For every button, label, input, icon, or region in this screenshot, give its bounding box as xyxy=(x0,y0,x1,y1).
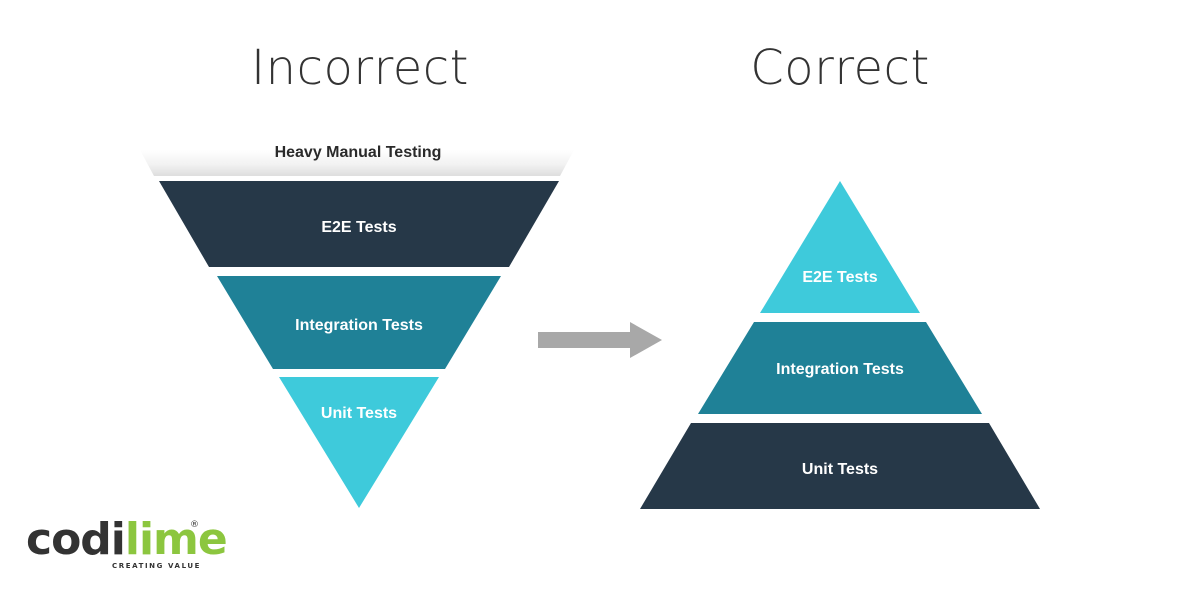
logo-tagline: CREATING VALUE xyxy=(112,562,202,570)
correct-e2e-label: E2E Tests xyxy=(802,269,877,286)
incorrect-unit-label: Unit Tests xyxy=(321,405,397,422)
incorrect-title: Incorrect xyxy=(251,40,469,96)
correct-integration-segment xyxy=(698,322,982,414)
codilime-logo: codilime ® CREATING VALUE xyxy=(26,518,228,578)
inverted-pyramid: Heavy Manual Testing E2E Tests Integrati… xyxy=(140,144,574,508)
correct-e2e-segment xyxy=(760,181,920,313)
registered-mark: ® xyxy=(190,520,199,530)
logo-part-lime: lime xyxy=(124,514,228,565)
incorrect-e2e-segment xyxy=(159,181,559,267)
correct-title: Correct xyxy=(750,40,930,96)
manual-testing-label: Heavy Manual Testing xyxy=(275,144,442,161)
arrow-right-icon xyxy=(538,322,662,358)
logo-part-codi: codi xyxy=(26,514,126,565)
incorrect-integration-segment xyxy=(217,276,501,369)
correct-integration-label: Integration Tests xyxy=(776,361,904,378)
incorrect-e2e-label: E2E Tests xyxy=(321,219,396,236)
correct-unit-label: Unit Tests xyxy=(802,461,878,478)
correct-unit-segment xyxy=(640,423,1040,509)
upright-pyramid: E2E Tests Integration Tests Unit Tests xyxy=(640,181,1040,509)
manual-testing-band xyxy=(140,150,574,176)
incorrect-integration-label: Integration Tests xyxy=(295,317,423,334)
incorrect-unit-segment xyxy=(279,377,439,508)
logo-wordmark: codilime xyxy=(26,518,228,562)
